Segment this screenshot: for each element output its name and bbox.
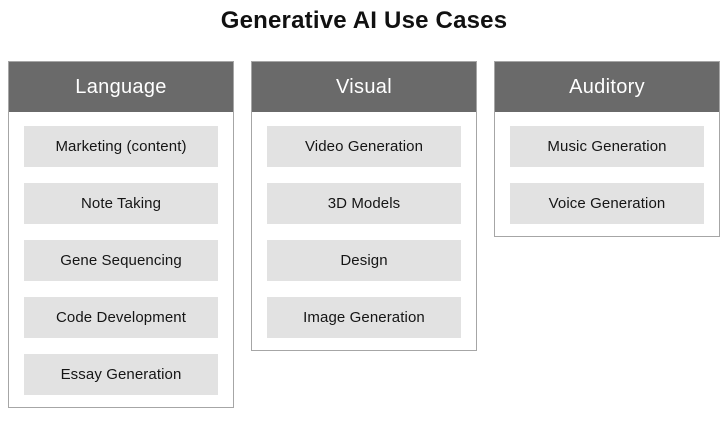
use-case-item: Note Taking xyxy=(24,183,218,224)
use-case-item: Music Generation xyxy=(510,126,704,167)
use-case-item: Video Generation xyxy=(267,126,461,167)
column-body-auditory: Music Generation Voice Generation xyxy=(495,112,719,236)
column-visual: Visual Video Generation 3D Models Design… xyxy=(251,61,477,351)
use-case-item: Gene Sequencing xyxy=(24,240,218,281)
columns-row: Language Marketing (content) Note Taking… xyxy=(0,61,728,408)
column-body-visual: Video Generation 3D Models Design Image … xyxy=(252,112,476,350)
column-body-language: Marketing (content) Note Taking Gene Seq… xyxy=(9,112,233,407)
column-header-visual: Visual xyxy=(252,62,476,112)
column-header-auditory: Auditory xyxy=(495,62,719,112)
page-title: Generative AI Use Cases xyxy=(220,7,508,34)
column-header-language: Language xyxy=(9,62,233,112)
use-case-item: Code Development xyxy=(24,297,218,338)
column-language: Language Marketing (content) Note Taking… xyxy=(8,61,234,408)
column-auditory: Auditory Music Generation Voice Generati… xyxy=(494,61,720,237)
use-case-item: 3D Models xyxy=(267,183,461,224)
use-case-item: Marketing (content) xyxy=(24,126,218,167)
use-case-item: Essay Generation xyxy=(24,354,218,395)
use-case-item: Design xyxy=(267,240,461,281)
use-case-item: Voice Generation xyxy=(510,183,704,224)
use-case-item: Image Generation xyxy=(267,297,461,338)
